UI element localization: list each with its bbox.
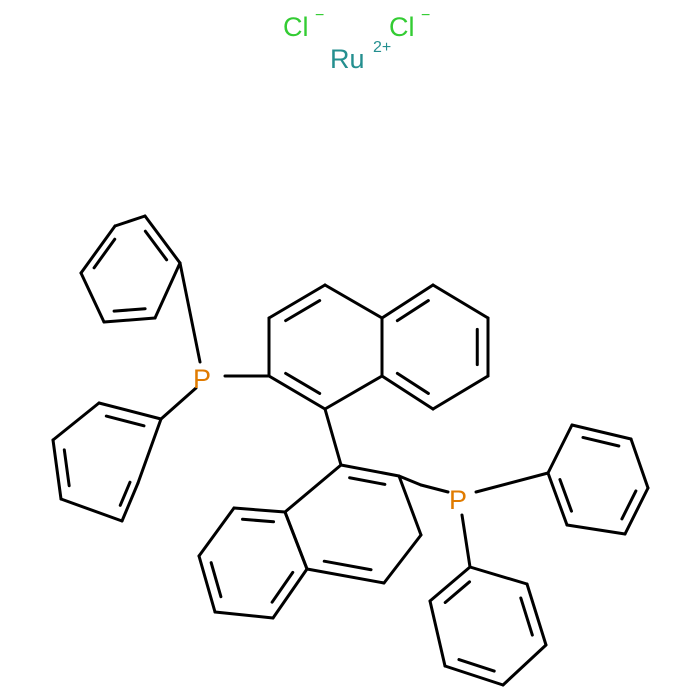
ruthenium-symbol: Ru: [330, 44, 365, 74]
naphthalene-lower-a-double-3: [322, 559, 373, 572]
bond-p-upper-phenyl-a: [178, 261, 202, 364]
phenyl-lower-left-double-3: [62, 448, 71, 488]
naphthalene-lower-b-bond-1: [271, 567, 309, 620]
phosphorus-atom-upper: P: [193, 364, 211, 394]
phenyl-lower-left-bond-5: [97, 401, 163, 421]
naphthalene-upper-a-bond-2: [267, 374, 327, 411]
chloride-right-charge: −: [421, 7, 430, 24]
chloride-ion-right: Cl −: [389, 7, 430, 42]
phenyl-upper-right-bond-3: [565, 523, 627, 536]
naphthalene-lower-b-double-1: [270, 570, 295, 604]
naphthalene-upper-a-bond-5: [323, 283, 384, 320]
phosphorus-lower-label: P: [449, 485, 467, 515]
naphthalene-upper-b-bond-4: [431, 283, 490, 320]
chloride-left-symbol: Cl: [283, 12, 309, 42]
phenyl-lower-right-double-0: [443, 580, 472, 604]
naphthalene-upper-a-double-2: [284, 371, 322, 395]
phenyl-lower-right-double-2: [457, 658, 496, 673]
phenyl-upper-left-double-2: [112, 307, 147, 313]
phenyl-lower-right-double-4: [519, 596, 534, 637]
phenyl-upper-right-bond-5: [546, 423, 574, 475]
phenyl-lower-left-bond-1: [120, 481, 140, 523]
naphthalene-lower-b-bond-3: [197, 554, 217, 614]
naphthalene-upper-b-double-5: [395, 299, 430, 323]
bond-p-upper-phenyl-b: [159, 386, 198, 421]
phenyl-upper-right-double-0: [581, 435, 621, 448]
ruthenium-charge: 2+: [373, 39, 391, 56]
phenyl-lower-left-bond-2: [59, 497, 124, 523]
chloride-ion-left: Cl −: [283, 7, 324, 42]
naphthalene-lower-b-double-5: [241, 517, 276, 524]
phenyl-lower-right-bond-4: [525, 582, 548, 647]
bond-biaryl: [323, 407, 343, 467]
phenyl-lower-left-bond-3: [51, 438, 63, 501]
bond-p-lower-naphthyl: [419, 483, 450, 494]
naphthalene-lower-a-bond-1: [397, 474, 423, 537]
naphthalene-lower-b-bond-2: [213, 610, 275, 620]
phenyl-lower-left-double-5: [104, 414, 146, 428]
naphthalene-lower-b-bond-4: [197, 506, 236, 558]
naphthalene-upper-b-bond-1: [380, 374, 435, 411]
naphthalene-lower-b-bond-5: [232, 506, 287, 514]
naphthalene-lower-a-double-0: [348, 476, 387, 486]
naphthalene-lower-a-bond-5: [283, 463, 343, 514]
phenyl-lower-left-bond-4: [51, 401, 101, 442]
phenyl-lower-left-bond-0: [136, 417, 163, 485]
phenyl-upper-left-bond-2: [102, 316, 157, 324]
bond-p-lower-naphthyl-2: [397, 474, 423, 487]
phenyl-upper-left-bond-1: [153, 261, 182, 320]
phenyl-upper-right-double-2: [620, 489, 638, 521]
phenyl-upper-left-bond-4: [79, 224, 117, 275]
naphthalene-upper-a-bond-0: [267, 283, 327, 320]
phosphorus-upper-label: P: [193, 364, 211, 394]
phenyl-upper-right-bond-4: [546, 471, 569, 527]
phenyl-upper-right-double-4: [558, 478, 573, 513]
bond-p-lower-phenyl-a: [474, 471, 550, 494]
phenyl-upper-right-bond-1: [629, 437, 650, 490]
phenyl-upper-left-bond-5: [113, 214, 147, 228]
naphthalene-lower-b-bond-0: [283, 510, 309, 571]
phenyl-lower-right-bond-0: [428, 565, 472, 603]
naphthalene-lower-a-bond-0: [339, 463, 401, 478]
naphthalene-upper-b-bond-5: [380, 283, 435, 320]
phenyl-lower-right-bond-3: [501, 643, 548, 687]
chloride-left-charge: −: [315, 7, 324, 24]
phenyl-upper-right-bond-0: [570, 423, 633, 441]
naphthalene-lower-b-double-3: [209, 561, 223, 599]
naphthalene-upper-a-double-0: [284, 299, 322, 323]
naphthalene-upper-b-double-1: [395, 371, 430, 395]
naphthalene-lower-a-bond-3: [305, 567, 386, 585]
phenyl-upper-left-double-4: [92, 237, 117, 270]
phenyl-lower-right-bond-1: [428, 599, 447, 668]
phosphorus-atom-lower: P: [449, 485, 467, 515]
phenyl-upper-right-bond-2: [623, 486, 650, 536]
phenyl-upper-left-double-0: [143, 229, 169, 262]
bond-p-lower-phenyl-b: [460, 513, 472, 569]
phenyl-lower-right-bond-2: [443, 664, 505, 687]
phenyl-lower-left-double-1: [118, 480, 132, 507]
naphthalene-lower-a-bond-2: [382, 533, 423, 585]
ruthenium-ion: Ru 2+: [330, 39, 391, 74]
phenyl-upper-left-bond-3: [79, 271, 106, 324]
chloride-right-symbol: Cl: [389, 12, 415, 42]
bonds: [51, 214, 650, 687]
naphthalene-upper-b-bond-2: [431, 374, 490, 411]
phenyl-upper-left-bond-0: [143, 214, 182, 265]
naphthalene-upper-a-bond-3: [323, 374, 384, 411]
phenyl-lower-right-bond-5: [468, 565, 529, 586]
